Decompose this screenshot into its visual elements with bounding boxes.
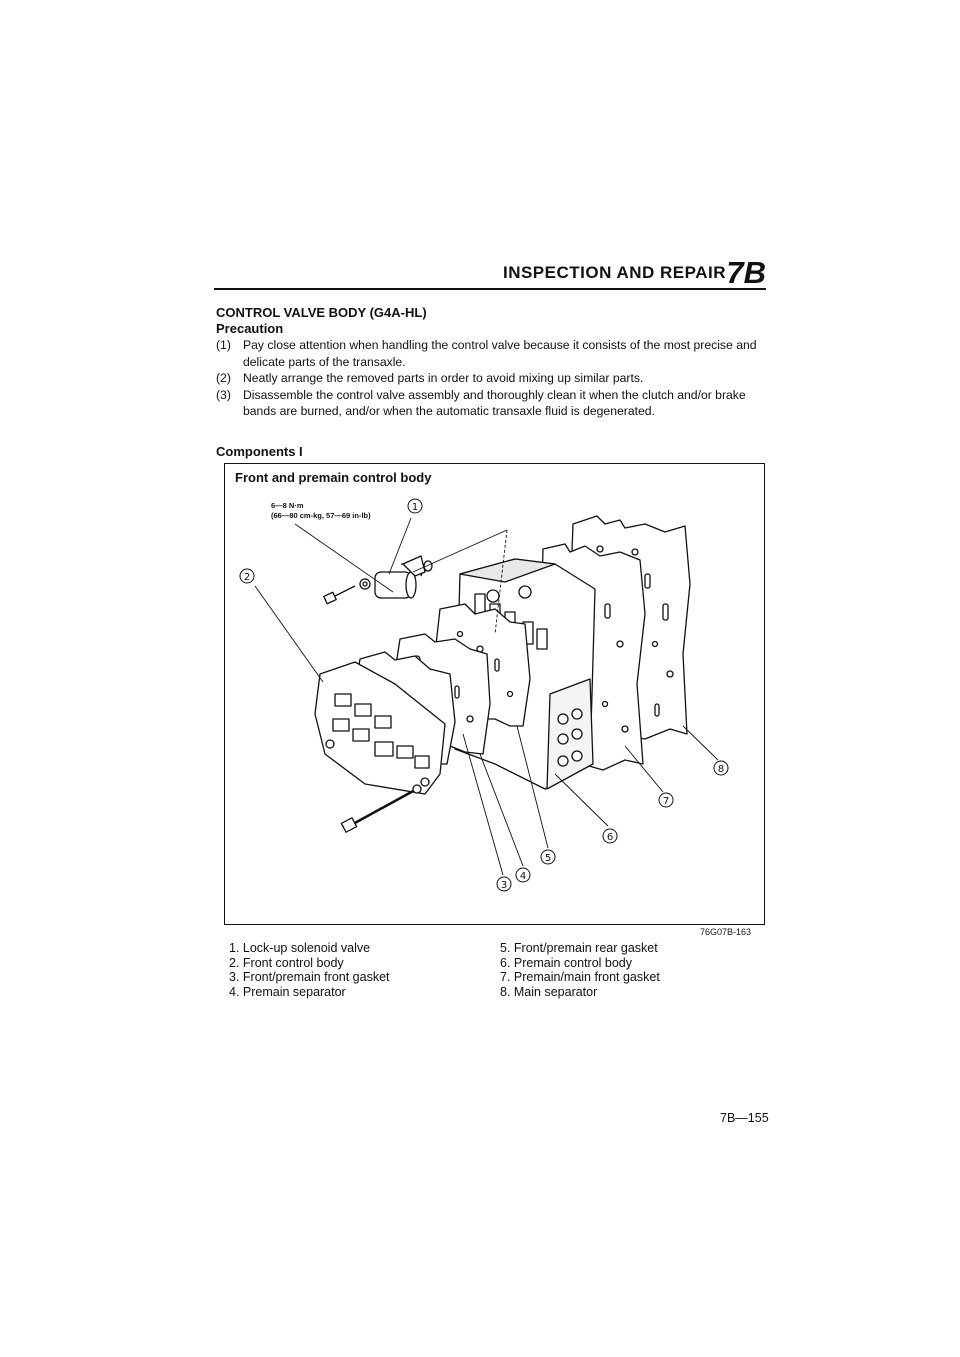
legend-item: 2. Front control body [229, 955, 344, 970]
legend-item: 3. Front/premain front gasket [229, 970, 390, 984]
legend-item: 6. Premain control body [500, 955, 633, 970]
precaution-heading: Precaution [216, 321, 284, 336]
lock-up-solenoid-valve [374, 555, 433, 599]
components-heading: Components I [216, 444, 303, 459]
long-mounting-bolt [340, 784, 422, 833]
callout-7: 7 [663, 796, 669, 807]
precaution-list: (1) Pay close attention when handling th… [216, 337, 766, 420]
legend-item: 1. Lock-up solenoid valve [229, 941, 371, 955]
exploded-view-figure: Front and premain control body [224, 463, 765, 925]
precaution-number: (1) [216, 338, 231, 352]
callout-8: 8 [718, 764, 724, 775]
legend-left: 1. Lock-up solenoid valve 2. Front contr… [229, 941, 390, 999]
callout-1: 1 [412, 502, 418, 513]
precaution-number: (2) [216, 371, 231, 385]
page-title: CONTROL VALVE BODY (G4A-HL) [216, 305, 427, 320]
legend-right: 5. Front/premain rear gasket 6. Premain … [500, 941, 660, 999]
exploded-view-diagram: 1 2 3 4 5 6 7 8 6—8 N·m (66—80 cm-kg, 57… [239, 498, 729, 892]
callout-2: 2 [244, 572, 250, 583]
precaution-text: Disassemble the control valve assembly a… [243, 387, 746, 419]
front-control-body [314, 661, 446, 795]
precaution-text: Pay close attention when handling the co… [243, 338, 757, 369]
precaution-item: (1) Pay close attention when handling th… [216, 337, 766, 370]
legend-item: 7. Premain/main front gasket [500, 970, 660, 984]
torque-spec-line-1: 6—8 N·m [271, 501, 304, 510]
section-title: INSPECTION AND REPAIR [502, 263, 726, 282]
torque-spec-line-2: (66—80 cm-kg, 57—69 in-lb) [271, 511, 371, 520]
chapter-code: 7B [726, 255, 766, 290]
precaution-item: (2) Neatly arrange the removed parts in … [216, 370, 766, 387]
legend-item: 4. Premain separator [229, 984, 346, 999]
figure-code: 76G07B-163 [700, 927, 752, 937]
callout-6: 6 [607, 832, 613, 843]
callout-3: 3 [501, 880, 507, 891]
page-number: 7B—155 [720, 1111, 769, 1125]
legend-item: 5. Front/premain rear gasket [500, 941, 658, 955]
callout-4: 4 [520, 871, 526, 882]
page-header: INSPECTION AND REPAIR 7B [214, 252, 766, 290]
precaution-number: (3) [216, 387, 231, 402]
figure-title: Front and premain control body [235, 470, 432, 485]
callout-5: 5 [545, 853, 551, 864]
precaution-item: (3) Disassemble the control valve assemb… [216, 387, 766, 420]
precaution-text: Neatly arrange the removed parts in orde… [243, 371, 644, 385]
solenoid-bolt [323, 578, 371, 605]
legend-item: 8. Main separator [500, 984, 598, 999]
